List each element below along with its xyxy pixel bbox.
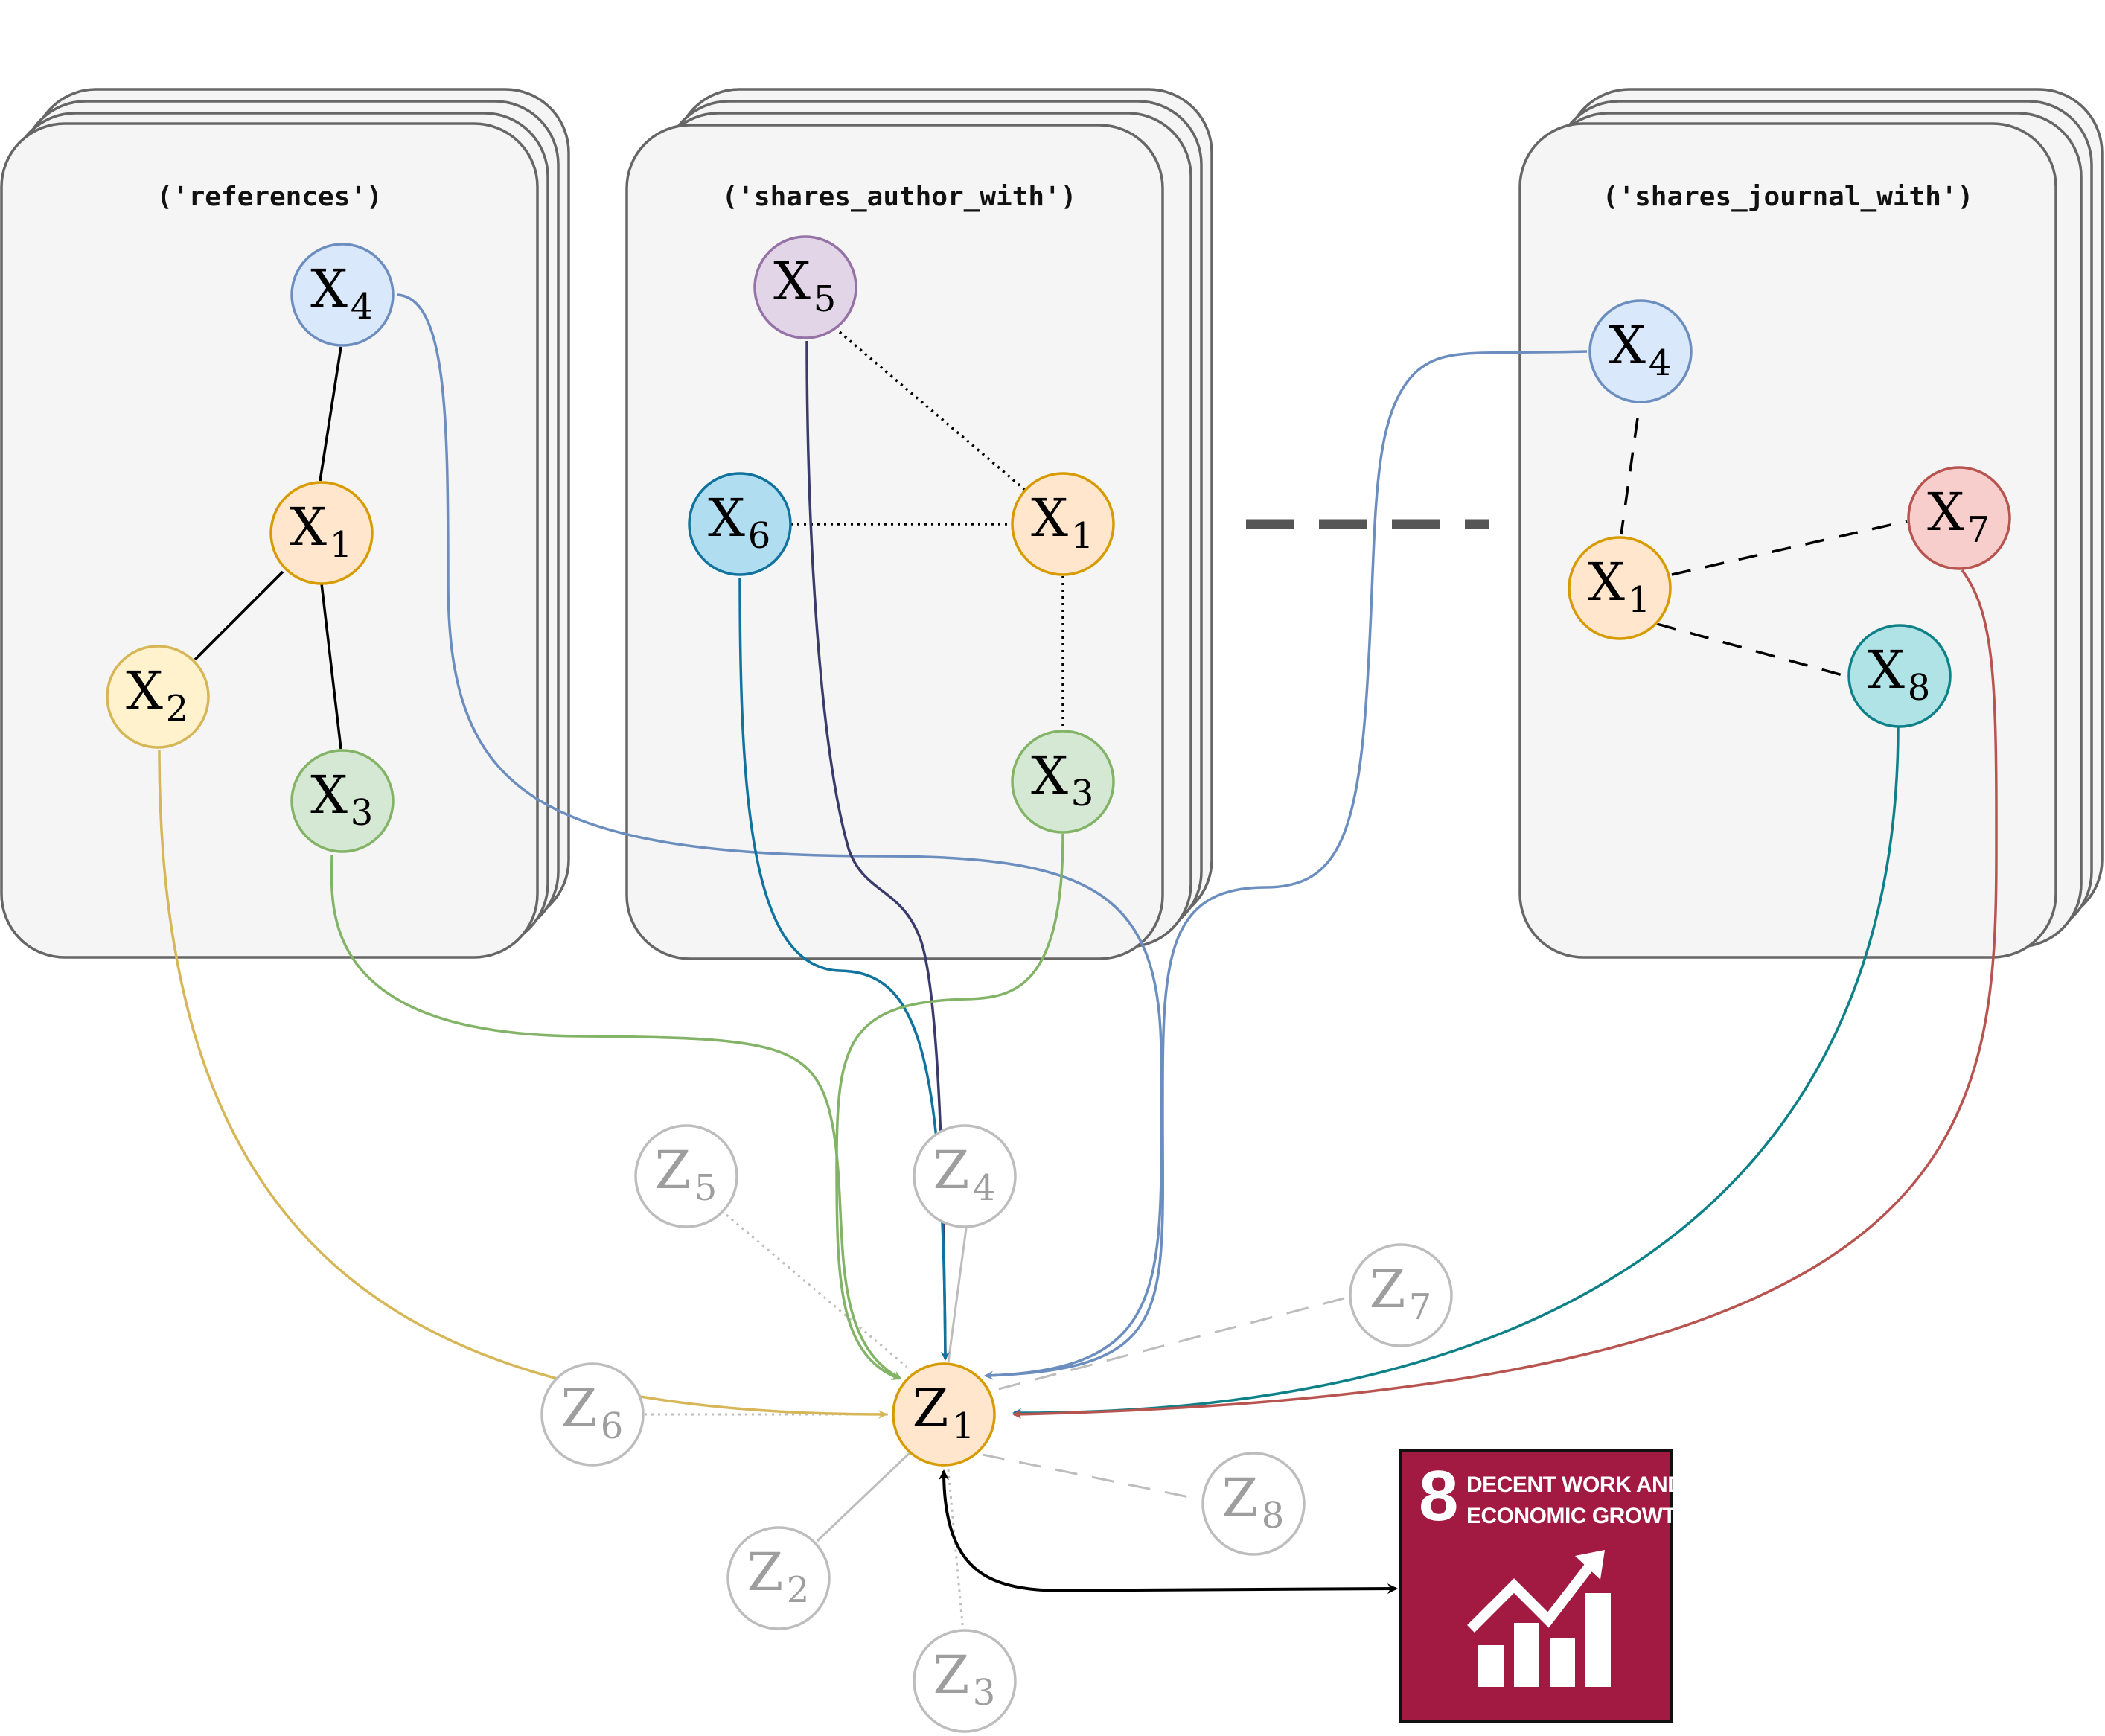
panel-shares-journal-with: ('shares_journal_with'): [1518, 88, 2104, 959]
svg-text:Z: Z: [933, 1140, 970, 1201]
node-z3: Z 3: [913, 1629, 1017, 1733]
svg-text:X: X: [1609, 315, 1646, 376]
edge-x1-x3: [320, 583, 342, 750]
svg-text:Z: Z: [561, 1378, 598, 1439]
svg-text:Z: Z: [913, 1378, 949, 1439]
flow-curves: [158, 293, 1998, 1419]
node-ref-x4: X 4: [290, 243, 395, 347]
node-z2: Z 2: [726, 1526, 831, 1630]
svg-text:X: X: [290, 497, 327, 558]
sdg-8-tile: 8 DECENT WORK AND ECONOMIC GROWTH: [1399, 1449, 1692, 1723]
edge-x1-x7: [1671, 520, 1908, 576]
svg-text:Z: Z: [655, 1140, 691, 1201]
node-ref-x1: X 1: [269, 481, 374, 585]
node-ref-x2: X 2: [106, 645, 210, 749]
node-z7: Z 7: [1349, 1243, 1453, 1347]
svg-text:7: 7: [1409, 1286, 1432, 1328]
node-z4: Z 4: [913, 1124, 1017, 1228]
z1-sdg-link-arrow: [939, 1469, 1398, 1595]
node-z6: Z 6: [540, 1362, 645, 1467]
sdg-caption-line2: ECONOMIC GROWTH: [1466, 1504, 1691, 1528]
node-journal-x7: X 7: [1907, 466, 2011, 570]
flow-author-x3: [835, 833, 1064, 1380]
node-author-x6: X 6: [688, 472, 792, 576]
node-journal-x4: X 4: [1588, 299, 1693, 403]
growth-chart-icon: [1467, 1550, 1611, 1687]
flow-author-x5: [805, 340, 947, 1360]
edges-shares-author-with: [790, 331, 1064, 730]
flow-journal-x7: [1012, 569, 1998, 1419]
node-author-x5: X 5: [753, 235, 857, 339]
svg-text:1: 1: [1628, 579, 1651, 621]
flow-journal-x4: [984, 350, 1588, 1380]
svg-text:Z: Z: [747, 1542, 784, 1603]
svg-text:3: 3: [1071, 773, 1094, 814]
flow-ref-x2: [158, 750, 887, 1419]
flow-ref-x4: [397, 293, 1163, 1380]
svg-text:2: 2: [787, 1569, 810, 1611]
node-author-x1: X 1: [1011, 472, 1115, 576]
svg-text:X: X: [310, 258, 348, 319]
node-z5: Z 5: [634, 1124, 738, 1228]
edge-x5-x1: [838, 331, 1032, 496]
edges-shares-journal-with: [1620, 418, 1908, 679]
svg-text:8: 8: [1262, 1495, 1285, 1536]
svg-text:2: 2: [166, 688, 189, 730]
edge-z4-z1: [947, 1228, 968, 1363]
edge-z5-z1: [726, 1213, 907, 1368]
edges-references: [194, 346, 342, 750]
svg-text:7: 7: [1967, 509, 1990, 551]
flow-author-x6: [738, 577, 950, 1361]
node-z1: Z 1: [892, 1362, 996, 1467]
svg-text:4: 4: [1649, 342, 1672, 384]
node-z8: Z 8: [1201, 1452, 1306, 1556]
node-author-x3: X 3: [1011, 730, 1115, 834]
panel-title: ('shares_journal_with'): [1603, 182, 1974, 212]
svg-text:5: 5: [694, 1167, 718, 1209]
edge-x4-x1: [319, 346, 342, 482]
edge-z7-z1: [992, 1297, 1345, 1392]
svg-text:1: 1: [952, 1405, 975, 1447]
sdg-caption-line1: DECENT WORK AND: [1466, 1472, 1683, 1497]
sdg-number: 8: [1419, 1456, 1458, 1536]
svg-text:X: X: [1588, 552, 1625, 613]
panel-title: ('shares_author_with'): [722, 182, 1077, 212]
svg-text:3: 3: [351, 792, 374, 834]
svg-text:Z: Z: [1222, 1467, 1259, 1528]
node-ref-x3: X 3: [290, 749, 395, 853]
svg-text:X: X: [1868, 639, 1905, 701]
svg-text:3: 3: [973, 1672, 996, 1714]
svg-text:6: 6: [601, 1405, 624, 1447]
svg-text:6: 6: [748, 515, 771, 557]
svg-text:X: X: [773, 251, 811, 312]
svg-text:4: 4: [351, 286, 374, 328]
edge-z8-z1: [982, 1453, 1201, 1501]
edge-x1-x2: [194, 570, 284, 661]
svg-text:8: 8: [1908, 667, 1931, 709]
panel-title: ('references'): [156, 182, 382, 212]
svg-text:5: 5: [814, 278, 837, 320]
flow-ref-x3: [330, 854, 902, 1380]
svg-text:X: X: [126, 660, 163, 721]
svg-text:X: X: [1031, 745, 1068, 806]
svg-text:X: X: [708, 488, 745, 549]
flow-journal-x8: [1012, 726, 1900, 1418]
svg-text:1: 1: [330, 524, 353, 566]
svg-text:Z: Z: [933, 1644, 970, 1705]
svg-text:1: 1: [1071, 515, 1094, 557]
svg-text:X: X: [1031, 488, 1068, 549]
svg-text:4: 4: [973, 1167, 996, 1209]
panel-face: [0, 122, 539, 959]
node-journal-x1: X 1: [1568, 536, 1672, 640]
edge-z2-z1: [816, 1449, 914, 1542]
svg-text:X: X: [1927, 482, 1964, 543]
svg-text:Z: Z: [1370, 1259, 1406, 1320]
node-journal-x8: X 8: [1847, 624, 1952, 728]
svg-text:X: X: [310, 765, 348, 826]
